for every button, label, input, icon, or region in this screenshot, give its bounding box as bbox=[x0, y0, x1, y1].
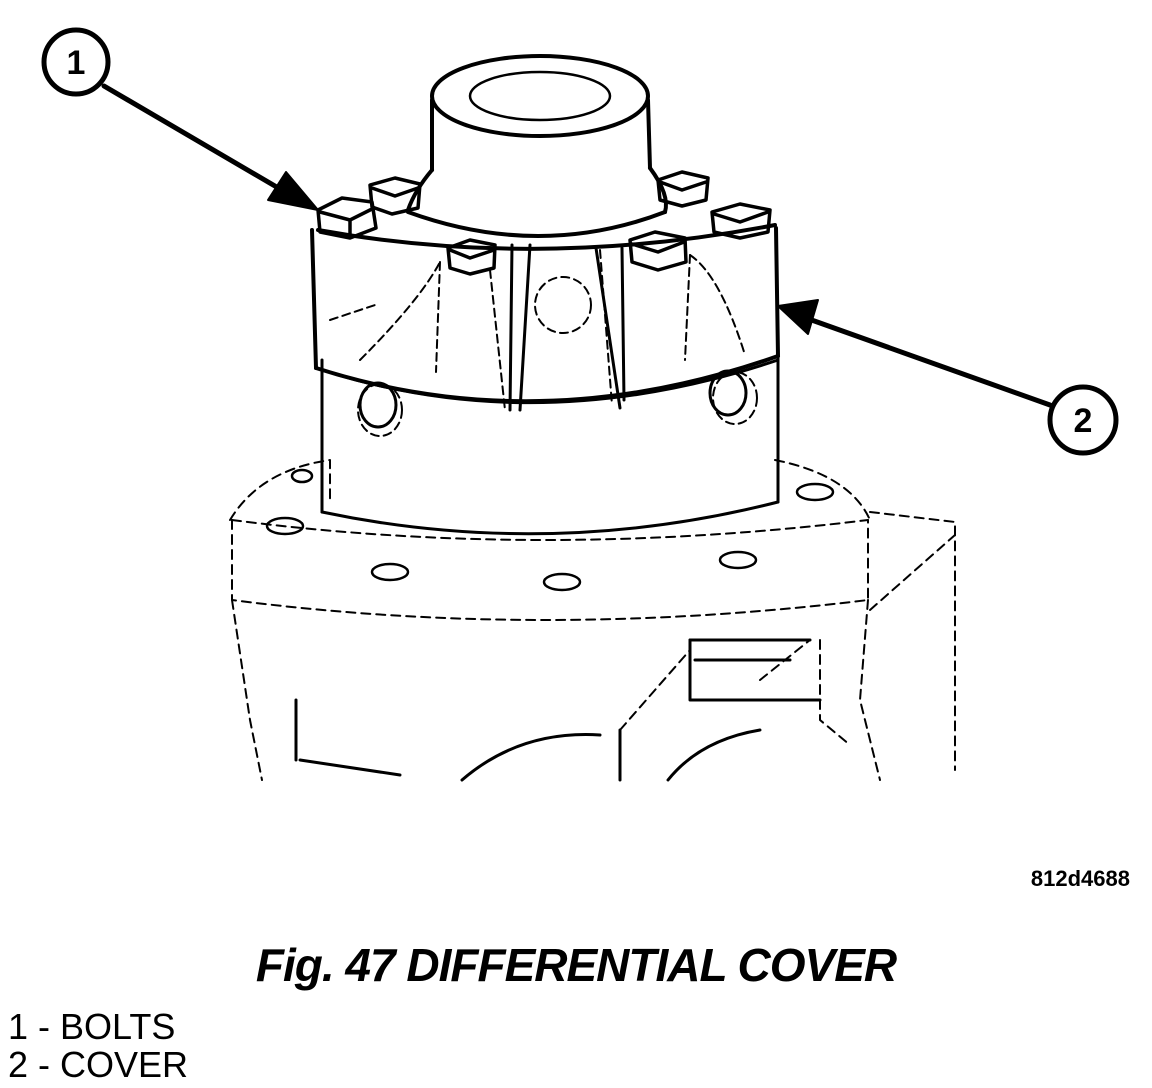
cover-bolts bbox=[316, 170, 772, 276]
callout-number-1: 1 bbox=[67, 44, 86, 82]
cover-ribs bbox=[329, 249, 746, 411]
bolt bbox=[710, 202, 772, 240]
pinion-housing bbox=[406, 54, 668, 238]
axle-housing-solid bbox=[294, 638, 822, 782]
flange-bolt-holes bbox=[265, 468, 835, 592]
leader-arrow-2 bbox=[803, 315, 1053, 408]
figure-caption: Fig. 47 DIFFERENTIAL COVER bbox=[255, 939, 897, 991]
bolt bbox=[628, 230, 688, 272]
legend-item-cover: 2 - COVER bbox=[8, 1044, 189, 1085]
axle-housing bbox=[229, 459, 956, 781]
legend: 1 - BOLTS 2 - COVER bbox=[8, 1008, 188, 1084]
callout-number-2: 2 bbox=[1074, 402, 1093, 440]
callout-circle-1 bbox=[41, 27, 111, 97]
cover bbox=[310, 223, 780, 404]
leader-arrow-1 bbox=[101, 83, 295, 199]
figure-code: 812d4688 bbox=[1030, 866, 1130, 891]
bolt bbox=[446, 238, 497, 276]
bolt bbox=[316, 196, 378, 240]
bolt bbox=[656, 170, 710, 208]
differential-cover-illustration: 1 2 bbox=[41, 27, 1119, 782]
legend-item-bolts: 1 - BOLTS bbox=[8, 1006, 176, 1047]
bolt bbox=[368, 176, 422, 216]
callout-circle-2 bbox=[1047, 384, 1119, 456]
